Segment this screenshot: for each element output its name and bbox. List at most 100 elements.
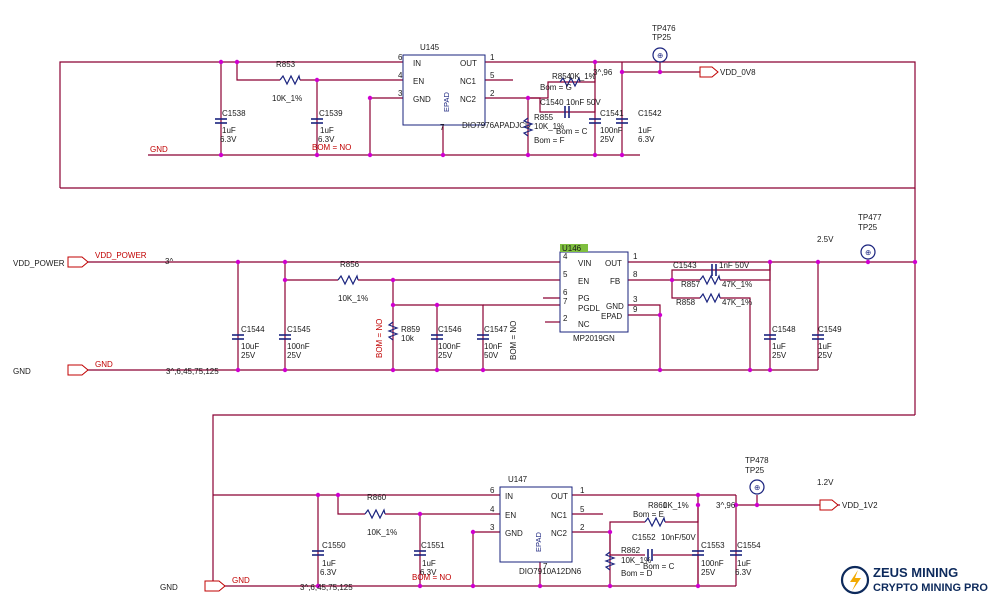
resistor-r862: [604, 551, 616, 571]
junction: [417, 583, 423, 589]
u145-pinnum-3: 3: [398, 89, 403, 98]
u147-epad: EPAD: [534, 532, 543, 552]
r860-ref: R860: [367, 493, 387, 502]
resistor-r854: [559, 76, 581, 88]
junction: [592, 152, 598, 158]
wire-r858-r: [720, 297, 751, 370]
u147-pin-en: EN: [505, 511, 516, 520]
c1551-value: 1uF: [422, 559, 436, 568]
resistor-r858: [699, 292, 721, 304]
c1553-value: 100nF: [701, 559, 724, 568]
c1541-ref: C1541: [600, 109, 624, 118]
c1545-ref: C1545: [287, 325, 311, 334]
u147-pinnum-1: 1: [580, 486, 585, 495]
u146-pinnum-2: 2: [563, 314, 568, 323]
testpoint-tp476: [652, 47, 668, 63]
resistor-r853: [279, 74, 301, 86]
r855-value: 10K_1%: [534, 122, 564, 131]
wire-r858-l: [671, 280, 700, 299]
c1548-ref: C1548: [772, 325, 796, 334]
junction: [218, 152, 224, 158]
net-gnd-bottom-left: GND: [160, 583, 178, 592]
junction: [440, 152, 446, 158]
u146-pinnum-6: 6: [563, 288, 568, 297]
ref-gnd-mid: 3^,6,45,75,125: [166, 367, 219, 376]
u146-ref-highlight: [560, 244, 588, 252]
c1552-value: 10nF/50V: [661, 533, 696, 542]
resistor-r856: [337, 274, 359, 286]
c1541-volt: 25V: [600, 135, 615, 144]
r860-value: 10K_1%: [367, 528, 397, 537]
u146-ref: U146: [562, 244, 582, 253]
r856-ref: R856: [340, 260, 360, 269]
net-gnd-top: GND: [150, 145, 168, 154]
c1539-bom: BOM = NO: [312, 143, 351, 152]
net-2v5: 2.5V: [817, 235, 834, 244]
u145-part: DIO7976APADJCD: [462, 121, 531, 130]
c1540-ref: C1540: [540, 98, 564, 107]
u145-pin-out: OUT: [460, 59, 477, 68]
ref-3a96-top: 3^,96: [593, 68, 613, 77]
junction: [525, 95, 531, 101]
u145-pinnum-5: 5: [490, 71, 495, 80]
u147-pinnum-2: 2: [580, 523, 585, 532]
u147-pin-in: IN: [505, 492, 513, 501]
u147-pinnum-7: 7: [543, 562, 548, 571]
tp476-ref: TP476: [652, 24, 676, 33]
resistor-r857: [699, 274, 721, 286]
lightning-bolt-icon: [850, 570, 861, 591]
u146-pin-vin: VIN: [578, 259, 592, 268]
r859-bom: BOM = NO: [375, 319, 384, 358]
junction: [235, 259, 241, 265]
net-flag-vdd08: [699, 66, 719, 78]
junction: [282, 367, 288, 373]
resistor-r859: [387, 321, 399, 341]
u146-pinnum-8: 8: [633, 270, 638, 279]
r862-value: 10K_1%: [621, 556, 651, 565]
tp477-glyph: ⊕: [865, 248, 871, 257]
junction: [470, 583, 476, 589]
junction: [367, 95, 373, 101]
u146-pin-pgdl: PGDL: [578, 304, 600, 313]
net-gnd-bottom: GND: [232, 576, 250, 585]
tp478-glyph: ⊕: [754, 483, 760, 492]
wire-en-r853: [236, 62, 280, 81]
u146-pin-fb: FB: [610, 277, 620, 286]
u145-pinnum-1: 1: [490, 53, 495, 62]
u146-pin-epad: EPAD: [601, 312, 622, 321]
r853-value: 10K_1%: [272, 94, 302, 103]
resistor-r860: [364, 508, 386, 520]
junction: [619, 152, 625, 158]
junction: [434, 302, 440, 308]
logo-subtitle: CRYPTO MINING PRO: [873, 582, 988, 594]
junction: [367, 152, 373, 158]
junction: [434, 367, 440, 373]
junction: [314, 152, 320, 158]
u147-pinnum-3: 3: [490, 523, 495, 532]
u146-pin-en: EN: [578, 277, 589, 286]
c1539-ref: C1539: [319, 109, 343, 118]
c1550-value: 1uF: [322, 559, 336, 568]
r854-ref: R854: [552, 72, 572, 81]
junction: [619, 69, 625, 75]
c1551-ref: C1551: [421, 541, 445, 550]
u147-ref: U147: [508, 475, 528, 484]
c1538-volt: 6.3V: [220, 135, 237, 144]
u146-part: MP2019GN: [573, 334, 615, 343]
c1550-ref: C1550: [322, 541, 346, 550]
net-gnd-left: GND: [13, 367, 31, 376]
r862-bom: Bom = D: [621, 569, 653, 578]
net-vdd-power-left: VDD_POWER: [13, 259, 65, 268]
u146-pin-out: OUT: [605, 259, 622, 268]
junction: [912, 259, 918, 265]
junction: [525, 152, 531, 158]
net-1v2: 1.2V: [817, 478, 834, 487]
r854-value: 0K_1%: [570, 72, 596, 81]
u145-pin-en: EN: [413, 77, 424, 86]
junction: [669, 277, 675, 283]
tp477-ref: TP477: [858, 213, 882, 222]
tp476-type: TP25: [652, 33, 672, 42]
net-flag-gnd: [67, 364, 89, 376]
logo-title: ZEUS MINING: [873, 565, 958, 580]
c1546-ref: C1546: [438, 325, 462, 334]
